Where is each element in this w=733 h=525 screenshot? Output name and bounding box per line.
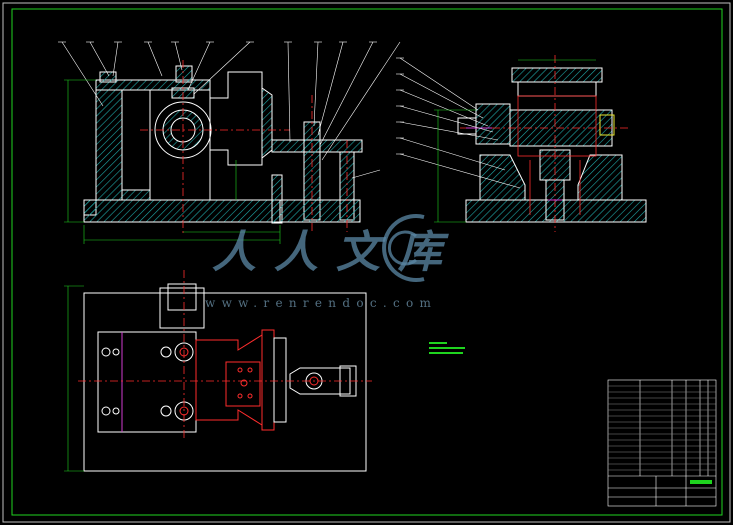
watermark-brand: 人人文库: [212, 227, 460, 278]
side-view: [396, 55, 647, 232]
title-block: [607, 379, 717, 507]
technical-notes: [429, 342, 465, 354]
plan-view: [64, 270, 372, 472]
front-view: [58, 41, 401, 244]
circle-arc-logo-icon: [382, 214, 425, 282]
watermark-url: www.renrendoc.com: [205, 296, 438, 310]
